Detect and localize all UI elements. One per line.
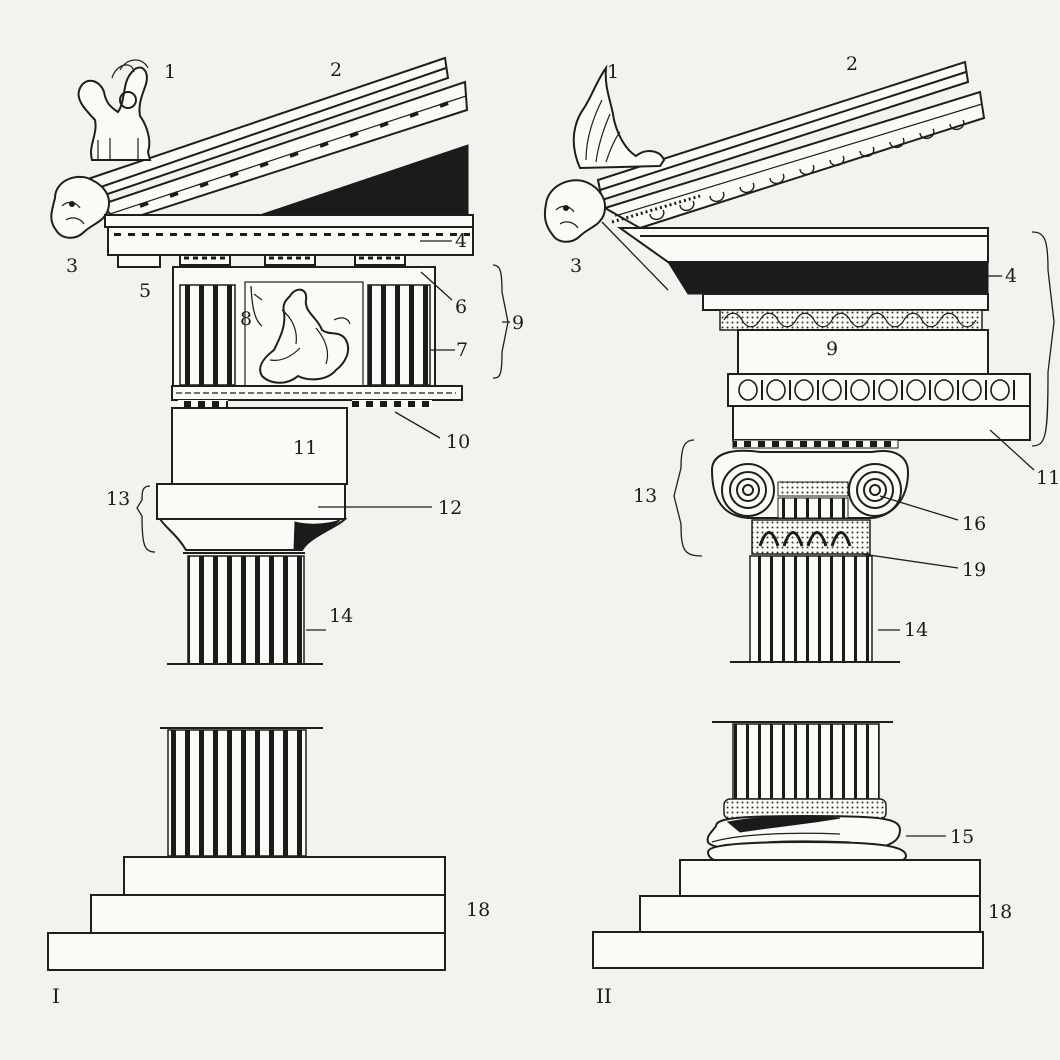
ionic-label-neck: 19	[962, 559, 986, 581]
ionic-order: 1 2 3 4 9 11 13 16 19 14 15 18 II	[543, 53, 1060, 1008]
doric-capital	[156, 483, 348, 554]
ionic-label-volute: 16	[962, 513, 986, 535]
doric-label-regula: 6	[455, 296, 467, 318]
doric-label-frieze: 9	[512, 312, 524, 334]
ionic-acroterion-palmette	[572, 64, 666, 170]
ionic-capital	[710, 449, 910, 519]
doric-order: 1 2 3 4 5 6 7 8 9 10 11 12 13 14 18 I	[47, 56, 524, 1008]
doric-label-raking-cornice: 2	[330, 59, 342, 81]
ionic-egg-and-dart	[727, 373, 1031, 407]
ionic-leader-lines	[601, 221, 1055, 837]
ionic-label-capital: 13	[633, 485, 657, 507]
ionic-label-frieze: 9	[826, 338, 838, 360]
doric-shaft-lower	[160, 727, 323, 857]
doric-label-geison: 4	[455, 230, 467, 252]
doric-raking-dentils	[139, 101, 449, 208]
ionic-shaft-upper	[730, 555, 900, 663]
doric-label-mutule: 5	[139, 280, 151, 302]
doric-metope-relief	[244, 281, 364, 387]
doric-acroterion-sphinx	[77, 59, 152, 161]
ionic-lion-head	[543, 179, 606, 243]
ionic-label-acroterion: 1	[607, 61, 619, 83]
ionic-label-cornice: 4	[1005, 265, 1017, 287]
doric-architrave	[171, 407, 348, 485]
doric-shaft-upper	[167, 555, 323, 665]
ionic-volute-left	[721, 463, 775, 517]
doric-frieze	[171, 266, 463, 408]
doric-label-triglyph: 7	[456, 339, 468, 361]
doric-triglyph-left	[179, 284, 236, 386]
doric-order-numeral: I	[52, 984, 60, 1008]
doric-label-acroterion: 1	[164, 61, 176, 83]
ionic-base	[706, 798, 908, 868]
doric-label-lion-head: 3	[66, 255, 78, 277]
ionic-cornice	[616, 227, 989, 331]
doric-label-stylobate: 18	[466, 899, 490, 921]
doric-crepidoma	[47, 856, 446, 971]
doric-triglyph-right	[367, 284, 431, 386]
ionic-crepidoma	[592, 859, 984, 969]
doric-lion-head	[50, 175, 110, 239]
doric-label-guttae: 10	[446, 431, 470, 453]
ionic-pediment	[596, 60, 986, 230]
ionic-label-stylobate: 18	[988, 901, 1012, 923]
ionic-shaft-lower	[712, 721, 893, 800]
doric-mutules	[117, 254, 406, 268]
doric-label-shaft: 14	[329, 605, 353, 627]
doric-label-capital: 13	[106, 488, 130, 510]
ionic-label-architrave: 11	[1036, 467, 1060, 489]
ionic-label-lion-head: 3	[570, 255, 582, 277]
doric-leader-lines	[136, 240, 510, 631]
doric-label-architrave: 11	[293, 437, 317, 459]
ionic-label-raking-cornice: 2	[846, 53, 858, 75]
ionic-label-shaft: 14	[904, 619, 928, 641]
doric-pediment	[83, 56, 469, 224]
ionic-egg-and-dart-raking	[649, 119, 965, 221]
doric-label-abacus: 12	[438, 497, 462, 519]
doric-geison	[104, 214, 474, 268]
doric-labels: 1 2 3 4 5 6 7 8 9 10 11 12 13 14 18	[66, 59, 524, 921]
ionic-frieze	[737, 329, 989, 375]
doric-label-metope: 8	[240, 308, 252, 330]
ionic-architrave	[732, 405, 1031, 449]
ionic-labels: 1 2 3 4 9 11 13 16 19 14 15 18	[570, 53, 1060, 923]
ionic-anthemion-neck	[751, 519, 871, 555]
ionic-order-numeral: II	[596, 984, 612, 1008]
ionic-volute-right	[848, 463, 902, 517]
doric-regulae	[178, 400, 432, 408]
ionic-label-base: 15	[950, 826, 974, 848]
